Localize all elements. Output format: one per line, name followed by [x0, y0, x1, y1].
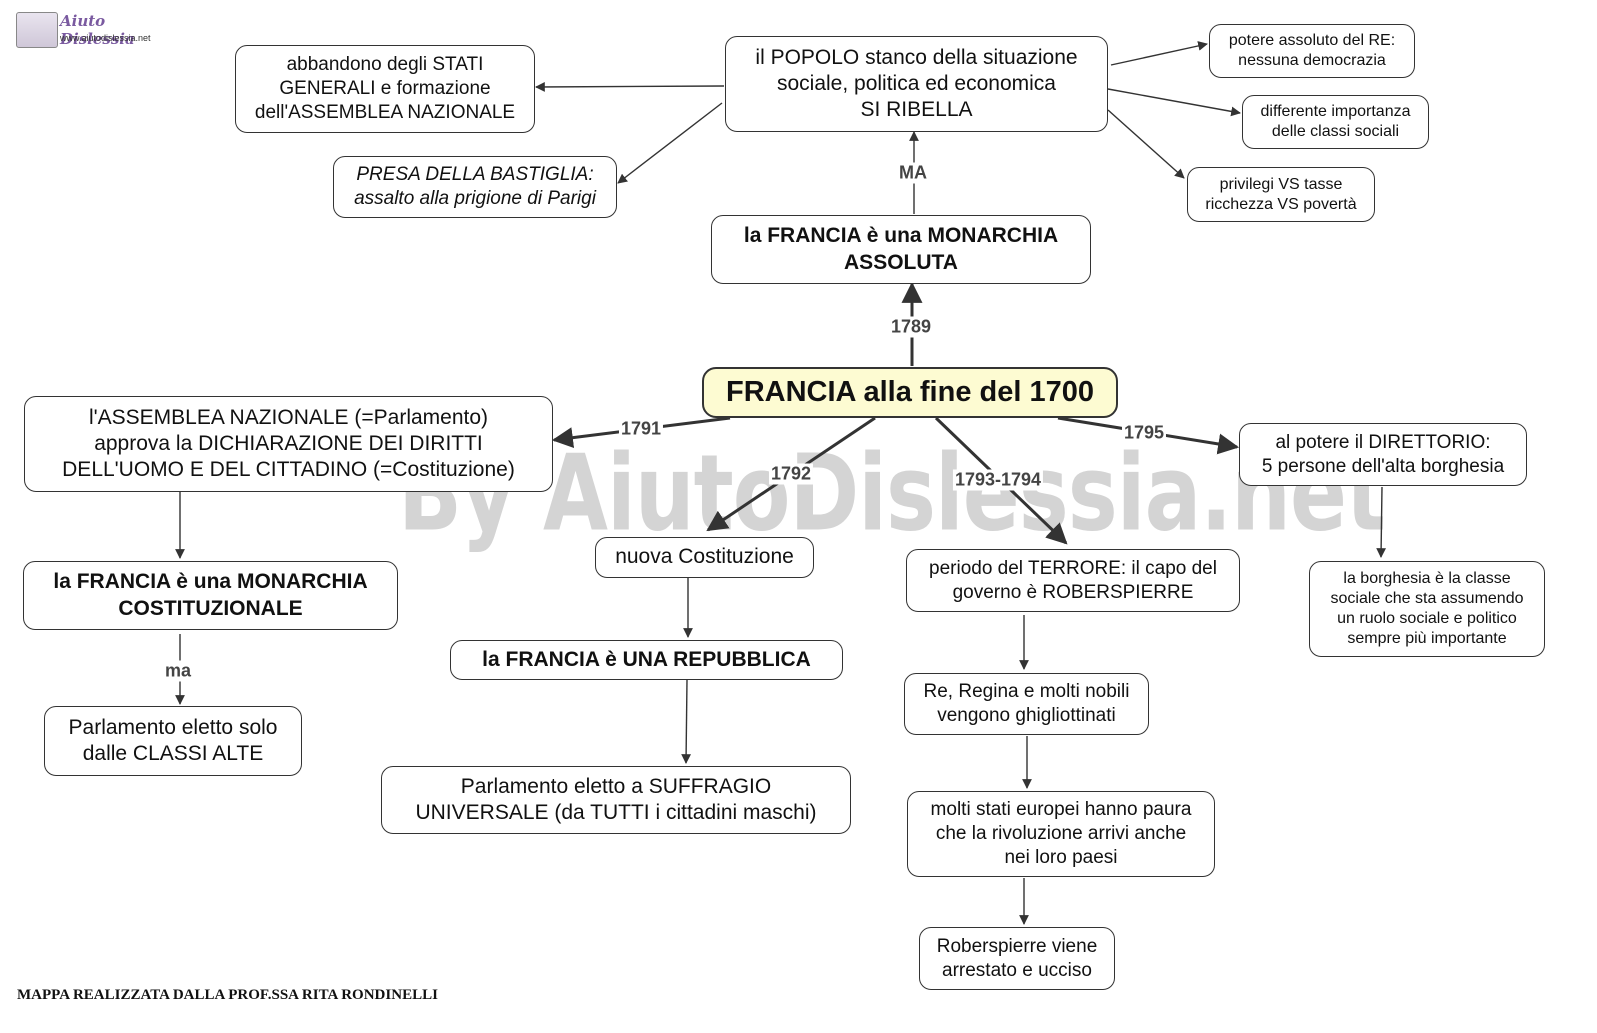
edge-repubblica-suffragio	[681, 679, 692, 764]
logo-book-icon	[16, 12, 58, 48]
central-node: FRANCIA alla fine del 1700	[702, 367, 1118, 418]
node-privilegi: privilegi VS tasse ricchezza VS povertà	[1187, 167, 1375, 222]
node-terrore: periodo del TERRORE: il capo del governo…	[906, 549, 1240, 612]
logo-url: www.aiutodislessia.net	[60, 33, 151, 43]
node-monarchia-costituzionale: la FRANCIA è una MONARCHIA COSTITUZIONAL…	[23, 561, 398, 630]
edge-popolo-bastiglia	[617, 102, 723, 184]
logo-title: Aiuto Dislessia	[60, 12, 135, 48]
logo: Aiuto Dislessia www.aiutodislessia.net	[16, 12, 168, 48]
node-robespierre: Roberspierre viene arrestato e ucciso	[919, 927, 1115, 990]
node-assemblea: l'ASSEMBLEA NAZIONALE (=Parlamento) appr…	[24, 396, 553, 492]
edge-popolo-privilegi	[1107, 109, 1185, 179]
node-direttorio: al potere il DIRETTORIO: 5 persone dell'…	[1239, 423, 1527, 486]
node-popolo: il POPOLO stanco della situazione social…	[725, 36, 1108, 132]
node-monarchia-assoluta: la FRANCIA è una MONARCHIA ASSOLUTA	[711, 215, 1091, 284]
node-repubblica: la FRANCIA è UNA REPUBBLICA	[450, 640, 843, 680]
edge-direttorio-borghesia	[1376, 486, 1387, 558]
edge-popolo-abbandono	[535, 82, 725, 92]
node-stati-europei: molti stati europei hanno paura che la r…	[907, 791, 1215, 877]
edge-label-1795: 1795	[1121, 422, 1167, 444]
node-bastiglia: PRESA DELLA BASTIGLIA: assalto alla prig…	[333, 156, 617, 218]
edge-label-ma-upper: MA	[897, 162, 929, 184]
node-abbandono: abbandono degli STATI GENERALI e formazi…	[235, 45, 535, 133]
edge-label-1792: 1792	[768, 463, 814, 485]
edge-label-1791: 1791	[618, 418, 664, 440]
node-parlamento-classi-alte: Parlamento eletto solo dalle CLASSI ALTE	[44, 706, 302, 776]
footer-credit: MAPPA REALIZZATA DALLA PROF.SSA RITA RON…	[17, 987, 438, 1003]
node-ghigliottinati: Re, Regina e molti nobili vengono ghigli…	[904, 673, 1149, 735]
edge-popolo-potere	[1110, 41, 1208, 66]
edge-popolo-importanza	[1107, 88, 1241, 117]
node-importanza: differente importanza delle classi socia…	[1242, 95, 1429, 149]
node-nuova-costituzione: nuova Costituzione	[595, 537, 814, 578]
edge-label-ma-lower: ma	[162, 660, 194, 682]
node-suffragio: Parlamento eletto a SUFFRAGIO UNIVERSALE…	[381, 766, 851, 834]
edge-label-1789: 1789	[888, 316, 934, 338]
edge-label-1793-1794: 1793-1794	[952, 469, 1044, 491]
node-potere-assoluto: potere assoluto del RE: nessuna democraz…	[1209, 24, 1415, 78]
node-borghesia: la borghesia è la classe sociale che sta…	[1309, 561, 1545, 657]
